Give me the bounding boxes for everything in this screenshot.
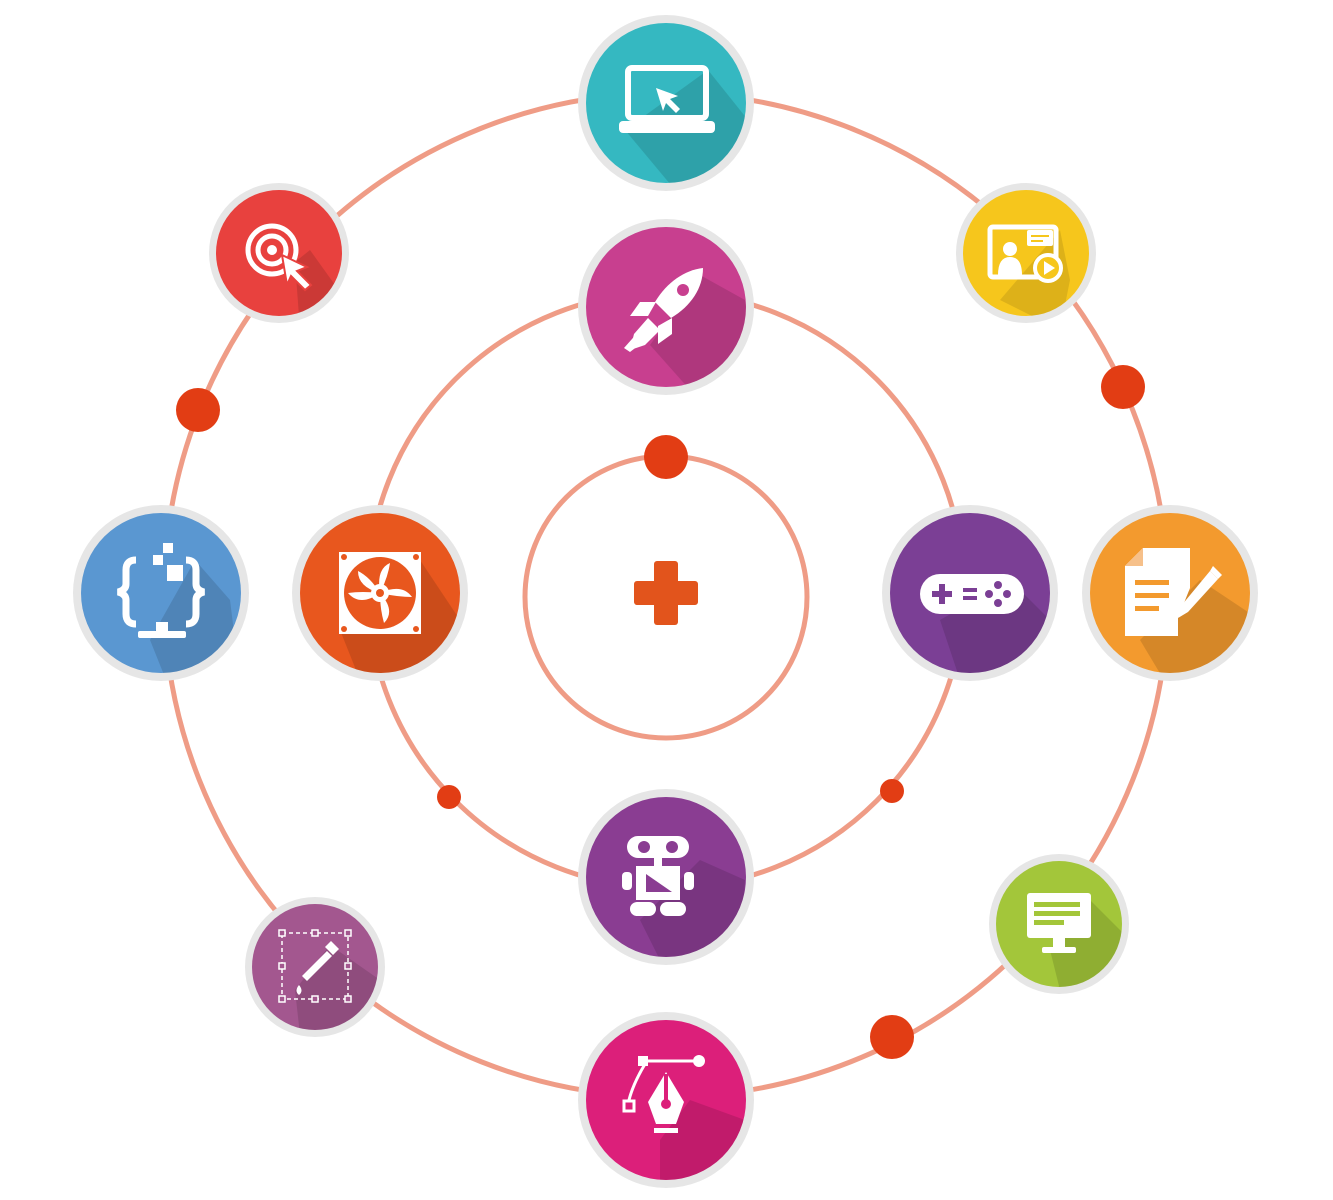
orbit-dot xyxy=(870,1015,914,1059)
orbit-dot xyxy=(644,435,688,479)
node-pentool[interactable] xyxy=(578,1012,754,1188)
node-fan[interactable] xyxy=(292,505,468,681)
monitor-text-icon xyxy=(1027,893,1091,953)
node-presenter[interactable] xyxy=(956,183,1096,330)
node-robot[interactable] xyxy=(578,789,754,965)
target-cursor-icon xyxy=(245,223,313,292)
orbit-dot xyxy=(1101,365,1145,409)
node-monitor[interactable] xyxy=(989,854,1130,994)
orbit-dot xyxy=(880,779,904,803)
laptop-cursor-icon xyxy=(619,65,715,133)
gamepad-icon xyxy=(920,574,1024,614)
orbit-dot xyxy=(176,388,220,432)
robot-icon xyxy=(622,836,694,916)
rocket-icon xyxy=(624,268,703,352)
pen-tool-icon xyxy=(622,1055,705,1133)
cooling-fan-icon xyxy=(339,552,421,634)
node-code-disc xyxy=(81,513,241,673)
eyedropper-select-icon xyxy=(278,929,352,1003)
plus-icon xyxy=(634,561,698,625)
node-document[interactable] xyxy=(1082,505,1260,690)
node-rocket[interactable] xyxy=(578,219,760,395)
video-presentation-icon xyxy=(987,224,1063,283)
node-presenter-disc xyxy=(963,190,1089,316)
node-laptop[interactable] xyxy=(578,15,780,220)
node-code[interactable] xyxy=(73,505,249,690)
node-eyedropper[interactable] xyxy=(245,897,385,1037)
orbit-dot xyxy=(437,785,461,809)
node-gamepad[interactable] xyxy=(882,505,1058,681)
node-target[interactable] xyxy=(209,183,360,330)
document-pen-icon xyxy=(1125,548,1222,636)
code-monitor-icon xyxy=(117,543,205,638)
